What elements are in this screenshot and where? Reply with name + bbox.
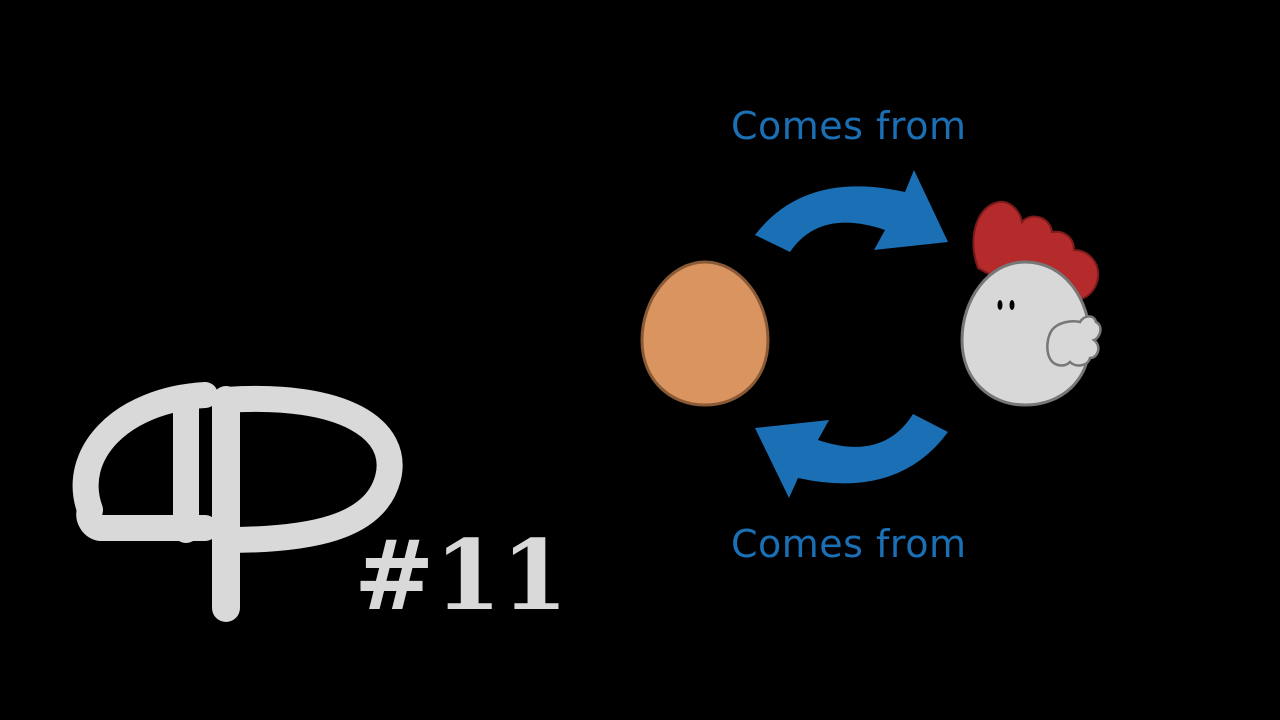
cycle-arrow-icon — [755, 170, 948, 498]
chicken-icon — [960, 200, 1102, 407]
label-bottom-comes-from: Comes from — [731, 522, 967, 566]
episode-number: #11 — [354, 519, 569, 632]
phi-logo-icon — [72, 382, 403, 622]
egg-icon — [640, 260, 770, 407]
label-top-comes-from: Comes from — [731, 104, 967, 148]
